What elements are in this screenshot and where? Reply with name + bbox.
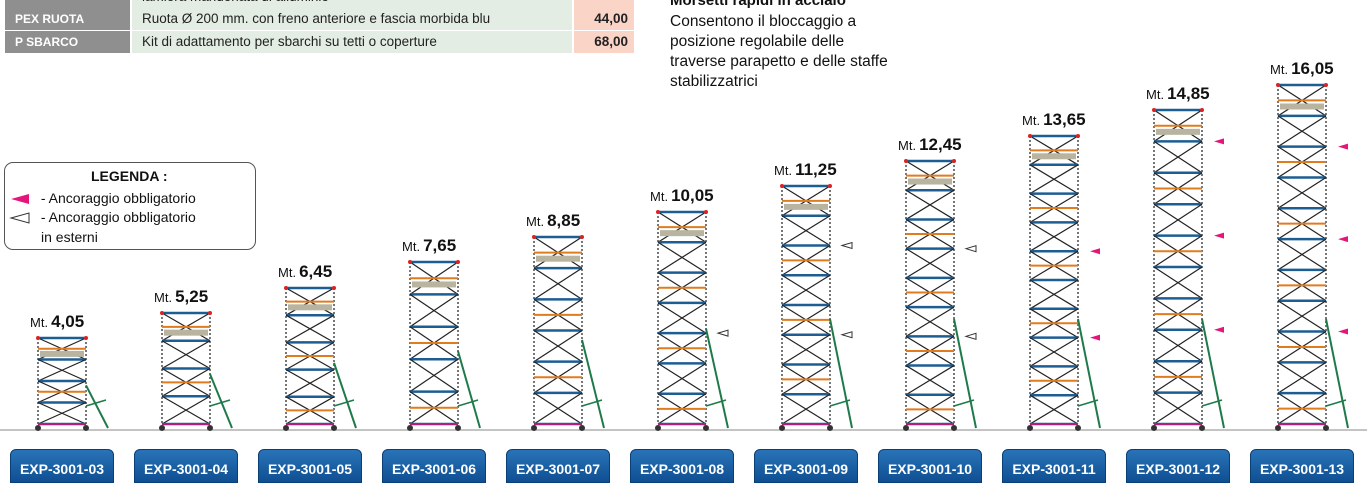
clamps-text: Consentono il bloccaggio a posizione reg… [670,13,888,90]
model-button[interactable]: EXP-3001-04 [134,449,238,483]
price-code: P SBARCO [5,31,130,53]
tower-height-label: Mt.14,85 [1146,84,1210,104]
scaffold-tower [159,311,233,431]
external-anchor-icon [716,329,729,337]
price-value [574,0,634,8]
external-anchor-icon [964,244,977,253]
model-button[interactable]: EXP-3001-07 [506,449,610,483]
mandatory-anchor-icon [1214,326,1224,333]
external-anchor-icon [964,332,977,341]
height-unit: Mt. [402,239,421,254]
external-anchor-icon [840,331,853,339]
height-value: 13,65 [1043,110,1086,129]
model-button[interactable]: EXP-3001-09 [754,449,858,483]
tower-height-label: Mt.5,25 [154,287,208,307]
price-row-partial: lamiera mandorlata di alluminio [0,0,640,8]
tower-height-label: Mt.12,45 [898,135,962,155]
scaffold-tower [779,184,853,431]
model-button[interactable]: EXP-3001-10 [878,449,982,483]
model-button[interactable]: EXP-3001-08 [630,449,734,483]
height-value: 7,65 [423,236,457,255]
mandatory-anchor-icon [1338,328,1348,335]
price-value: 44,00 [574,8,634,30]
legend-box: LEGENDA : - Ancoraggio obbligatorio - An… [4,162,256,250]
tower-height-label: Mt.7,65 [402,236,456,256]
scaffold-tower [531,235,605,431]
legend-item-label: - Ancoraggio obbligatorio [40,190,196,206]
tower-height-label: Mt.8,85 [526,211,580,231]
scaffold-tower [1275,83,1349,431]
height-unit: Mt. [1022,113,1041,128]
height-unit: Mt. [278,265,297,280]
tower-height-label: Mt.4,05 [30,312,84,332]
scaffold-tower [1151,108,1225,431]
height-value: 4,05 [51,312,85,331]
legend-item-external: - Ancoraggio obbligatorio [9,209,196,225]
tower-height-label: Mt.6,45 [278,262,332,282]
price-description: lamiera mandorlata di alluminio [132,0,572,8]
tower-height-label: Mt.13,65 [1022,110,1086,130]
tower-height-label: Mt.10,05 [650,186,714,206]
legend-item-external-note: in esterni [41,229,98,245]
scaffold-tower [283,286,357,431]
height-unit: Mt. [30,315,49,330]
price-description: Kit di adattamento per sbarchi su tetti … [132,31,572,53]
price-row: P SBARCO Kit di adattamento per sbarchi … [0,31,640,53]
mandatory-anchor-icon [11,194,29,205]
height-unit: Mt. [898,138,917,153]
legend-item-mandatory: - Ancoraggio obbligatorio [9,190,196,206]
scaffold-tower [407,260,481,431]
scaffold-tower [903,159,977,431]
external-anchor-icon [9,212,30,224]
model-button[interactable]: EXP-3001-03 [10,449,114,483]
height-value: 11,25 [795,160,837,179]
scaffold-tower [655,210,729,431]
height-unit: Mt. [1146,87,1165,102]
mandatory-anchor-icon [1214,232,1224,239]
model-button[interactable]: EXP-3001-11 [1002,449,1106,483]
scaffold-tower [35,336,109,431]
price-value: 68,00 [574,31,634,53]
price-code [5,0,130,8]
price-code: PEX RUOTA [5,8,130,30]
scaffold-tower [1027,134,1101,431]
height-value: 16,05 [1291,59,1334,78]
tower-height-label: Mt.11,25 [774,160,837,180]
price-row: PEX RUOTA Ruota Ø 200 mm. con freno ante… [0,8,640,30]
model-button[interactable]: EXP-3001-13 [1250,449,1354,483]
legend-item-label: - Ancoraggio obbligatorio [40,209,196,225]
model-button[interactable]: EXP-3001-12 [1126,449,1230,483]
mandatory-anchor-icon [1338,143,1348,150]
legend-title: LEGENDA : [91,168,168,184]
height-value: 10,05 [671,186,714,205]
mandatory-anchor-icon [1090,334,1100,341]
height-unit: Mt. [526,214,545,229]
mandatory-anchor-icon [1214,138,1224,145]
height-value: 6,45 [299,262,333,281]
height-value: 14,85 [1167,84,1210,103]
tower-height-label: Mt.16,05 [1270,59,1334,79]
model-button[interactable]: EXP-3001-06 [382,449,486,483]
external-anchor-icon [840,241,853,250]
model-button[interactable]: EXP-3001-05 [258,449,362,483]
height-value: 5,25 [175,287,209,306]
height-value: 8,85 [547,211,581,230]
height-value: 12,45 [919,135,962,154]
height-unit: Mt. [154,290,173,305]
mandatory-anchor-icon [1090,248,1100,255]
price-description: Ruota Ø 200 mm. con freno anteriore e fa… [132,8,572,30]
mandatory-anchor-icon [1338,236,1348,243]
height-unit: Mt. [774,163,793,178]
clamps-title: Morsetti rapidi in acciaio [670,0,846,9]
height-unit: Mt. [1270,62,1289,77]
height-unit: Mt. [650,189,669,204]
